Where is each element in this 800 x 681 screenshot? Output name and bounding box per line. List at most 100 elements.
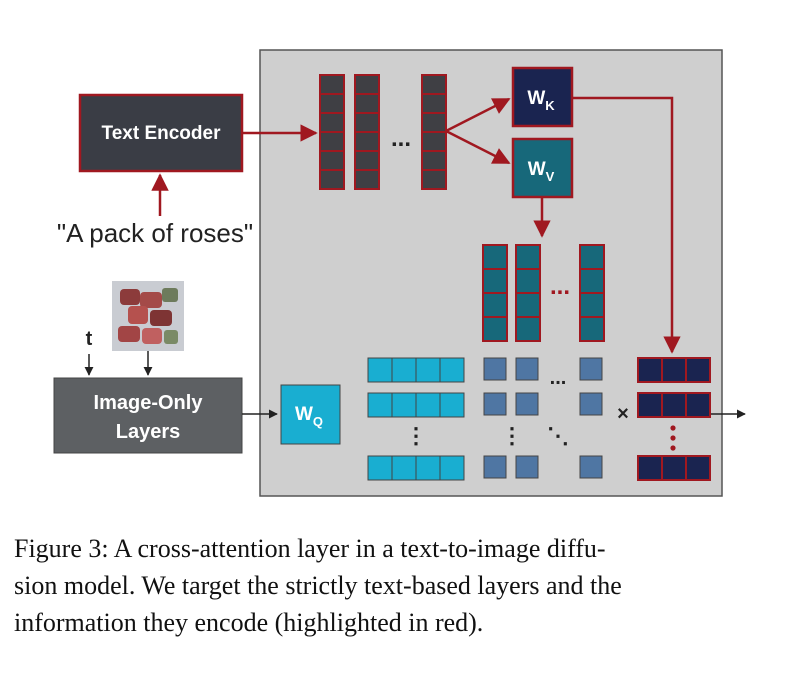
wv-subscript: V [546,169,555,184]
svg-text:WV: WV [528,159,555,184]
key-cell [685,392,711,418]
key-cell [661,392,687,418]
wk-subscript: K [545,98,555,113]
wq-box: WQ [280,384,341,445]
token-cell [421,74,447,95]
attention-cell [483,392,507,416]
query-cell [367,392,393,418]
tokens-to-wv-arrow [445,129,511,165]
caption-line-3: information they encode (highlighted in … [14,608,484,637]
query-cell [439,392,465,418]
token-cell [319,74,345,95]
token-embedding-columns [319,74,447,190]
token-cell [354,131,380,152]
value-cell [482,292,508,318]
key-cell [637,392,663,418]
query-rows [367,357,465,481]
token-cell [421,93,447,114]
key-cell [661,455,687,481]
key-cell [637,455,663,481]
svg-text:WQ: WQ [295,404,323,429]
token-cell [354,74,380,95]
attention-cell [515,392,539,416]
value-cell [579,244,605,270]
key-cell [685,357,711,383]
query-cell [415,392,441,418]
token-cell [421,169,447,190]
value-cell [579,316,605,342]
wq-label: W [295,404,313,425]
query-cell [415,357,441,383]
caption-line-1: Figure 3: A cross-attention layer in a t… [14,534,606,563]
token-cell [319,169,345,190]
wv-label: W [528,159,546,180]
text-encoder-label: Text Encoder [102,123,222,144]
key-vertical-dots [670,425,676,451]
token-cell [354,93,380,114]
token-cell [354,150,380,171]
key-rows [637,357,711,481]
attention-cell [515,357,539,381]
query-cell [439,455,465,481]
value-cell [579,268,605,294]
query-cell [391,455,417,481]
matrix-diagonal-dots: ⋱ [547,423,569,448]
matrix-vertical-dots: ⋮ [501,423,523,448]
token-ellipsis: ... [391,125,411,152]
key-cell [685,455,711,481]
attention-cell [579,392,603,416]
value-cell [482,244,508,270]
multiply-sign: × [617,403,629,425]
token-cell [354,169,380,190]
attention-cell [515,455,539,479]
text-encoder-box: Text Encoder [78,93,244,173]
wk-to-keys-arrow [572,96,681,354]
attention-cell [579,455,603,479]
value-ellipsis: ... [550,273,570,300]
value-cell [515,268,541,294]
matrix-horizontal-dots: ... [550,367,567,389]
value-cell [579,292,605,318]
image-only-line1: Image-Only [94,392,204,414]
image-only-line2: Layers [116,421,181,443]
image-only-layers-box: Image-Only Layers [53,377,243,454]
timestep-label: t [86,328,93,350]
attention-cell [579,357,603,381]
key-cell [637,357,663,383]
cross-attention-diagram: Text Encoder "A pack of roses" ... WK WV… [53,49,746,497]
query-vertical-dots: ⋮ [405,423,427,448]
value-columns [482,244,605,342]
input-image-thumbnail [112,281,184,351]
token-cell [319,112,345,133]
query-cell [367,357,393,383]
value-cell [482,268,508,294]
wk-box: WK [511,66,574,128]
prompt-text: "A pack of roses" [57,218,253,248]
wq-subscript: Q [313,414,323,429]
svg-text:WK: WK [527,88,555,113]
wk-label: W [527,88,545,109]
query-cell [367,455,393,481]
attention-cell [483,357,507,381]
attention-matrix [483,357,603,479]
token-cell [421,112,447,133]
figure-caption: Figure 3: A cross-attention layer in a t… [14,530,786,641]
attention-cell [483,455,507,479]
value-cell [515,244,541,270]
token-cell [319,131,345,152]
token-cell [319,93,345,114]
wv-box: WV [511,137,574,199]
token-cell [354,112,380,133]
token-cell [421,131,447,152]
key-cell [661,357,687,383]
caption-line-2: sion model. We target the strictly text-… [14,571,622,600]
tokens-to-wk-arrow [445,97,511,133]
value-cell [482,316,508,342]
query-cell [439,357,465,383]
value-cell [515,316,541,342]
token-cell [421,150,447,171]
query-cell [391,392,417,418]
query-cell [391,357,417,383]
query-cell [415,455,441,481]
token-cell [319,150,345,171]
